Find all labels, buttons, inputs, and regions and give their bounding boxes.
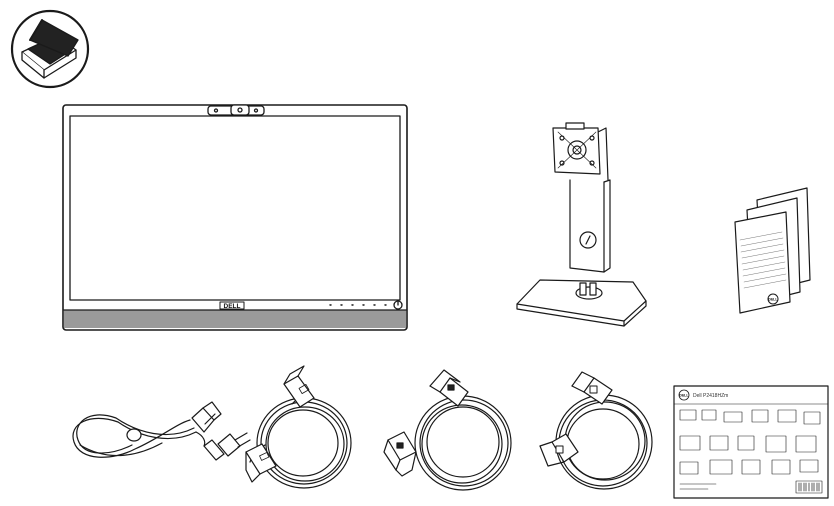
dell-logo-text: DELL — [224, 303, 241, 310]
usb-cable-icon — [245, 365, 352, 489]
guide-dell-logo: DELL — [679, 394, 689, 398]
guide-title: Dell P2418HZm — [693, 393, 728, 399]
booklet-dell-logo: DELL — [768, 298, 778, 302]
dell-logo — [219, 301, 245, 310]
power-cable-icon — [72, 401, 251, 461]
quick-setup-guide-icon — [673, 385, 829, 499]
safety-regulatory-booklet-icon — [734, 187, 811, 314]
displayport-mini-cable-icon — [539, 371, 653, 490]
displayport-cable-icon — [383, 369, 512, 491]
open-box-icon — [10, 9, 90, 89]
monitor-with-webcam-icon — [62, 104, 408, 331]
monitor-stand-riser-and-base-icon — [516, 122, 647, 327]
